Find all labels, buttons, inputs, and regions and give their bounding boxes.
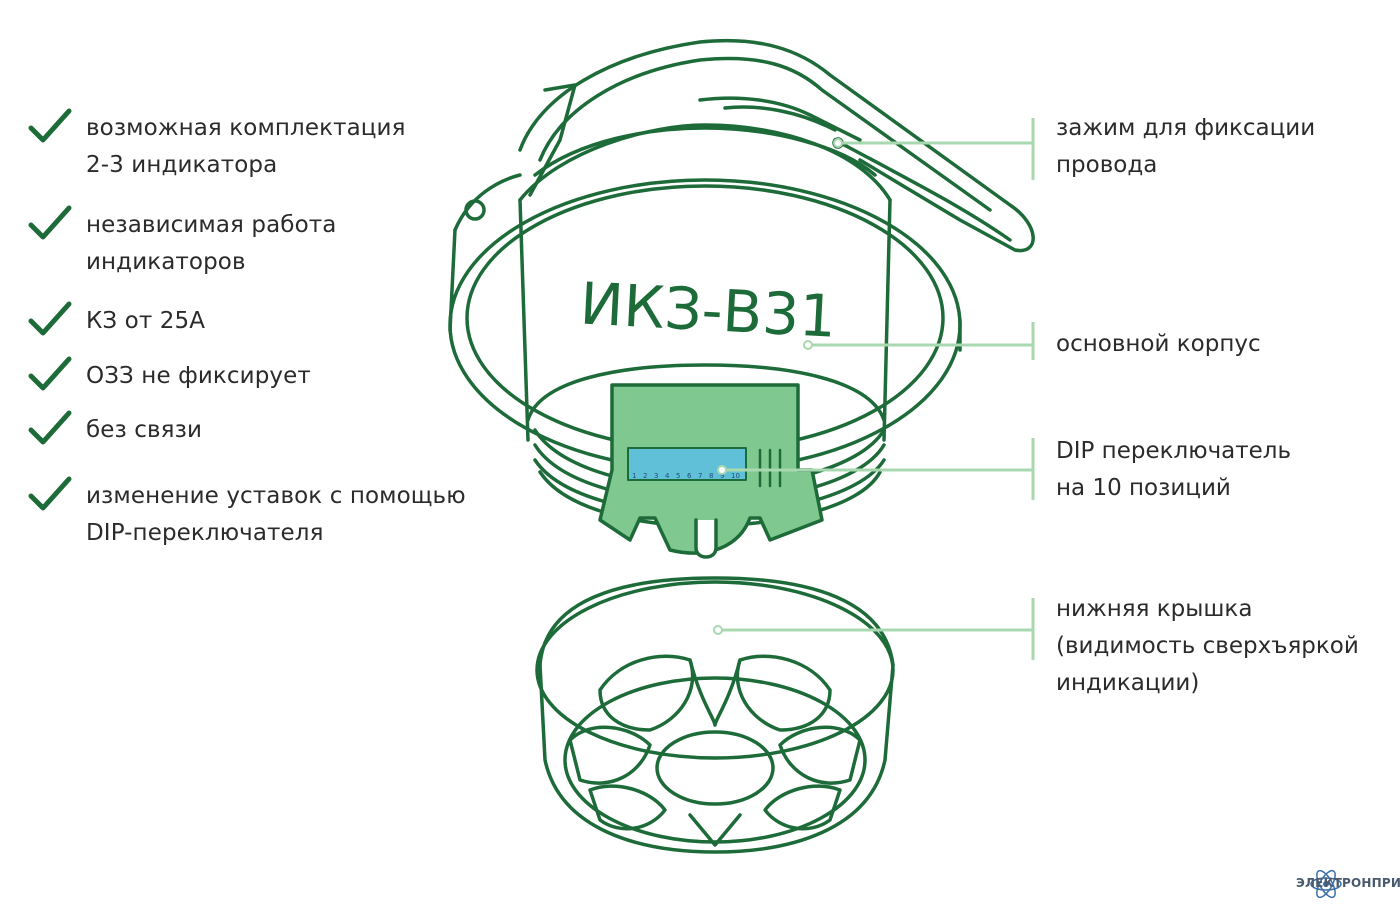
check-icon	[28, 476, 72, 511]
dip-number: 5	[676, 472, 680, 480]
dip-number: 4	[665, 472, 670, 480]
callout-line: провода	[1056, 152, 1158, 178]
feature-text: ОЗЗ не фиксирует	[86, 358, 311, 395]
check-icon	[28, 410, 72, 445]
dip-number: 8	[709, 472, 713, 480]
callout-bottom-cover: нижняя крышка (видимость сверхъяркой инд…	[1056, 591, 1359, 702]
callout-line: DIP переключатель	[1056, 438, 1292, 464]
callout-line: индикации)	[1056, 670, 1200, 696]
feature-line: без связи	[86, 417, 202, 443]
check-icon	[28, 356, 72, 391]
check-icon	[28, 301, 72, 336]
feature-line: индикаторов	[86, 249, 246, 275]
feature-line: DIP-переключателя	[86, 520, 324, 546]
callout-line: нижняя крышка	[1056, 596, 1253, 622]
feature-line: изменение уставок с помощью	[86, 483, 466, 509]
dip-number: 2	[643, 472, 647, 480]
wire-clamp	[518, 38, 1035, 253]
feature-text: независимая работа индикаторов	[86, 207, 336, 281]
logo-text: ЭЛЕКТРОНПРИБОР	[1296, 876, 1400, 890]
leader-line	[718, 598, 1035, 660]
feature-text: без связи	[86, 412, 202, 449]
leader-dot	[833, 138, 843, 148]
main-housing	[448, 123, 962, 528]
dip-number: 10	[731, 472, 740, 480]
dip-number: 6	[687, 472, 692, 480]
feature-line: 2-3 индикатора	[86, 152, 278, 178]
leader-lines	[713, 118, 1035, 660]
leader-dot	[713, 625, 723, 635]
check-icon	[28, 205, 72, 240]
feature-text: возможная комплектация 2-3 индикатора	[86, 110, 406, 184]
feature-line: независимая работа	[86, 212, 337, 238]
leader-dot	[803, 340, 813, 350]
leader-line	[722, 438, 1035, 500]
leader-line	[838, 118, 1035, 180]
circuit-board	[598, 383, 824, 559]
leader-dot	[717, 465, 727, 475]
feature-text: КЗ от 25А	[86, 303, 205, 340]
feature-line: возможная комплектация	[86, 115, 406, 141]
callout-main-housing: основной корпус	[1056, 326, 1261, 363]
callout-dip-switch: DIP переключатель на 10 позиций	[1056, 433, 1291, 507]
callout-wire-clamp: зажим для фиксации провода	[1056, 110, 1315, 184]
callout-line: основной корпус	[1056, 331, 1261, 357]
dip-numbers: 1 2 3 4 5 6 7 8 9 10	[632, 472, 740, 480]
callout-line: зажим для фиксации	[1056, 115, 1316, 141]
dip-number: 1	[632, 472, 636, 480]
leader-line	[808, 322, 1035, 360]
check-icon	[28, 108, 72, 143]
feature-line: КЗ от 25А	[86, 308, 206, 334]
bottom-cover	[535, 576, 895, 854]
dip-number: 7	[698, 472, 702, 480]
atom-logo-icon	[1310, 869, 1342, 899]
dip-number: 3	[654, 472, 658, 480]
dip-number: 9	[720, 472, 724, 480]
callout-line: на 10 позиций	[1056, 475, 1231, 501]
feature-line: ОЗЗ не фиксирует	[86, 363, 311, 389]
feature-text: изменение уставок с помощью DIP-переключ…	[86, 478, 466, 552]
callout-line: (видимость сверхъяркой	[1056, 633, 1359, 659]
device-label: ИКЗ-В31	[578, 270, 837, 351]
